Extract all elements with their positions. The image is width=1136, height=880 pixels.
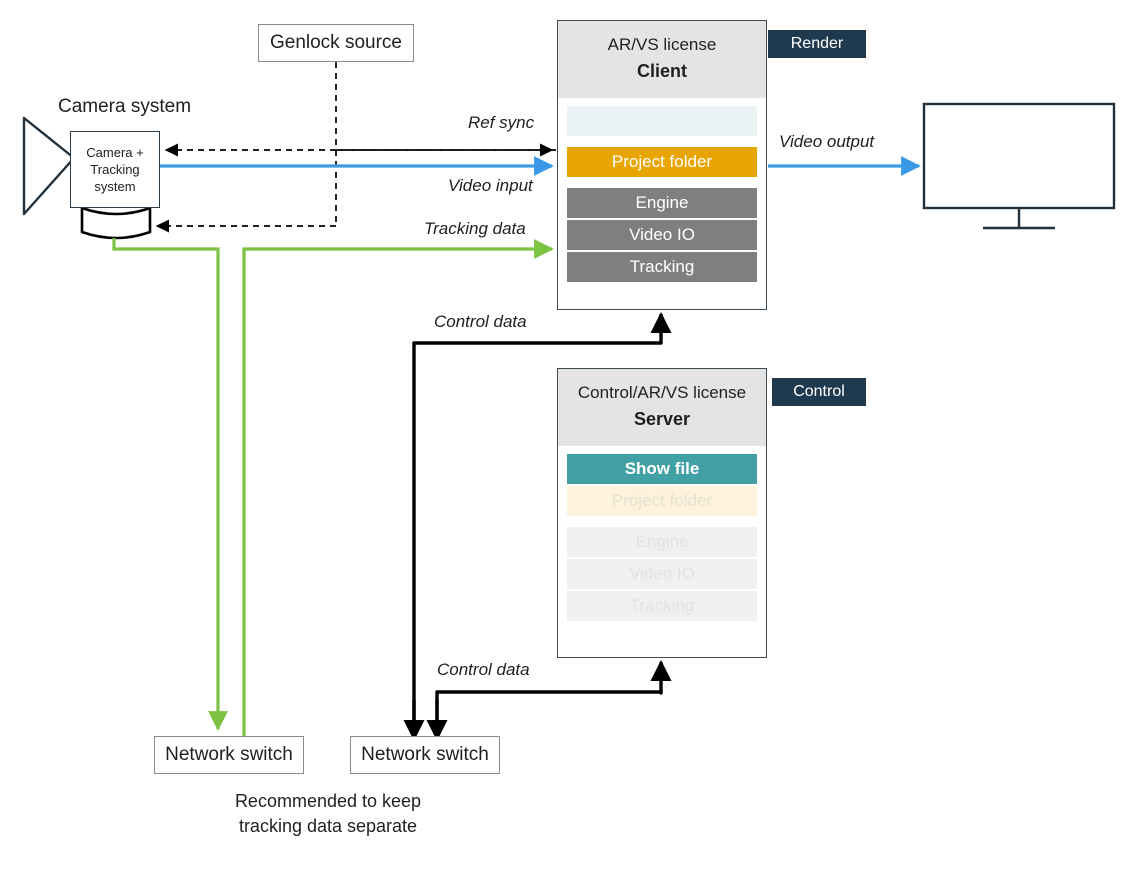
tracking-data-label: Tracking data — [424, 219, 526, 238]
client-band-tracking[interactable]: Tracking — [567, 251, 757, 282]
server-role-label: Server — [633, 408, 691, 429]
client-band-empty — [567, 105, 757, 136]
video-output-label: Video output — [779, 132, 875, 151]
server-band-tracking: Tracking — [567, 590, 757, 621]
client-role-label: Client — [636, 60, 687, 81]
client-band-engine[interactable]: Engine — [567, 187, 757, 218]
server-machine[interactable]: Control/AR/VS license Server Show file P… — [557, 368, 767, 658]
server-band-engine: Engine — [567, 526, 757, 557]
footnote-text: Recommended to keep tracking data separa… — [234, 791, 422, 836]
client-license-label: AR/VS license — [607, 35, 717, 54]
ref-sync-label: Ref sync — [468, 113, 535, 132]
server-band-video-io: Video IO — [567, 558, 757, 589]
client-header: AR/VS license Client — [558, 21, 766, 98]
network-switch-tracking-label: Network switch — [165, 744, 293, 765]
render-badge: Render — [768, 30, 866, 58]
camera-tracking-system-box: Camera + Tracking system — [70, 131, 160, 208]
server-license-label: Control/AR/VS license — [577, 383, 747, 402]
control-badge: Control — [772, 378, 866, 406]
server-band-stack: Show file Project folder Engine Video IO… — [558, 446, 766, 657]
genlock-source-box[interactable]: Genlock source — [258, 24, 414, 62]
control-data-bottom-label: Control data — [437, 660, 530, 679]
network-switch-tracking[interactable]: Network switch — [154, 736, 304, 774]
genlock-wire — [155, 62, 556, 233]
control-data-top-label: Control data — [434, 312, 527, 331]
client-band-video-io[interactable]: Video IO — [567, 219, 757, 250]
monitor-icon — [922, 102, 1116, 230]
client-band-project-folder[interactable]: Project folder — [567, 146, 757, 177]
camera-system-title: Camera system — [58, 96, 192, 117]
network-switch-control-label: Network switch — [361, 744, 489, 765]
genlock-source-label: Genlock source — [269, 32, 402, 53]
video-input-label: Video input — [448, 176, 533, 195]
network-switch-control[interactable]: Network switch — [350, 736, 500, 774]
camera-body-label: Camera + Tracking system — [86, 144, 144, 195]
server-band-show-file[interactable]: Show file — [567, 453, 757, 484]
server-band-project-folder: Project folder — [567, 485, 757, 516]
server-header: Control/AR/VS license Server — [558, 369, 766, 446]
render-badge-label: Render — [790, 35, 844, 52]
client-machine[interactable]: AR/VS license Client Project folder Engi… — [557, 20, 767, 310]
client-band-stack: Project folder Engine Video IO Tracking — [558, 98, 766, 309]
control-badge-label: Control — [793, 383, 845, 400]
